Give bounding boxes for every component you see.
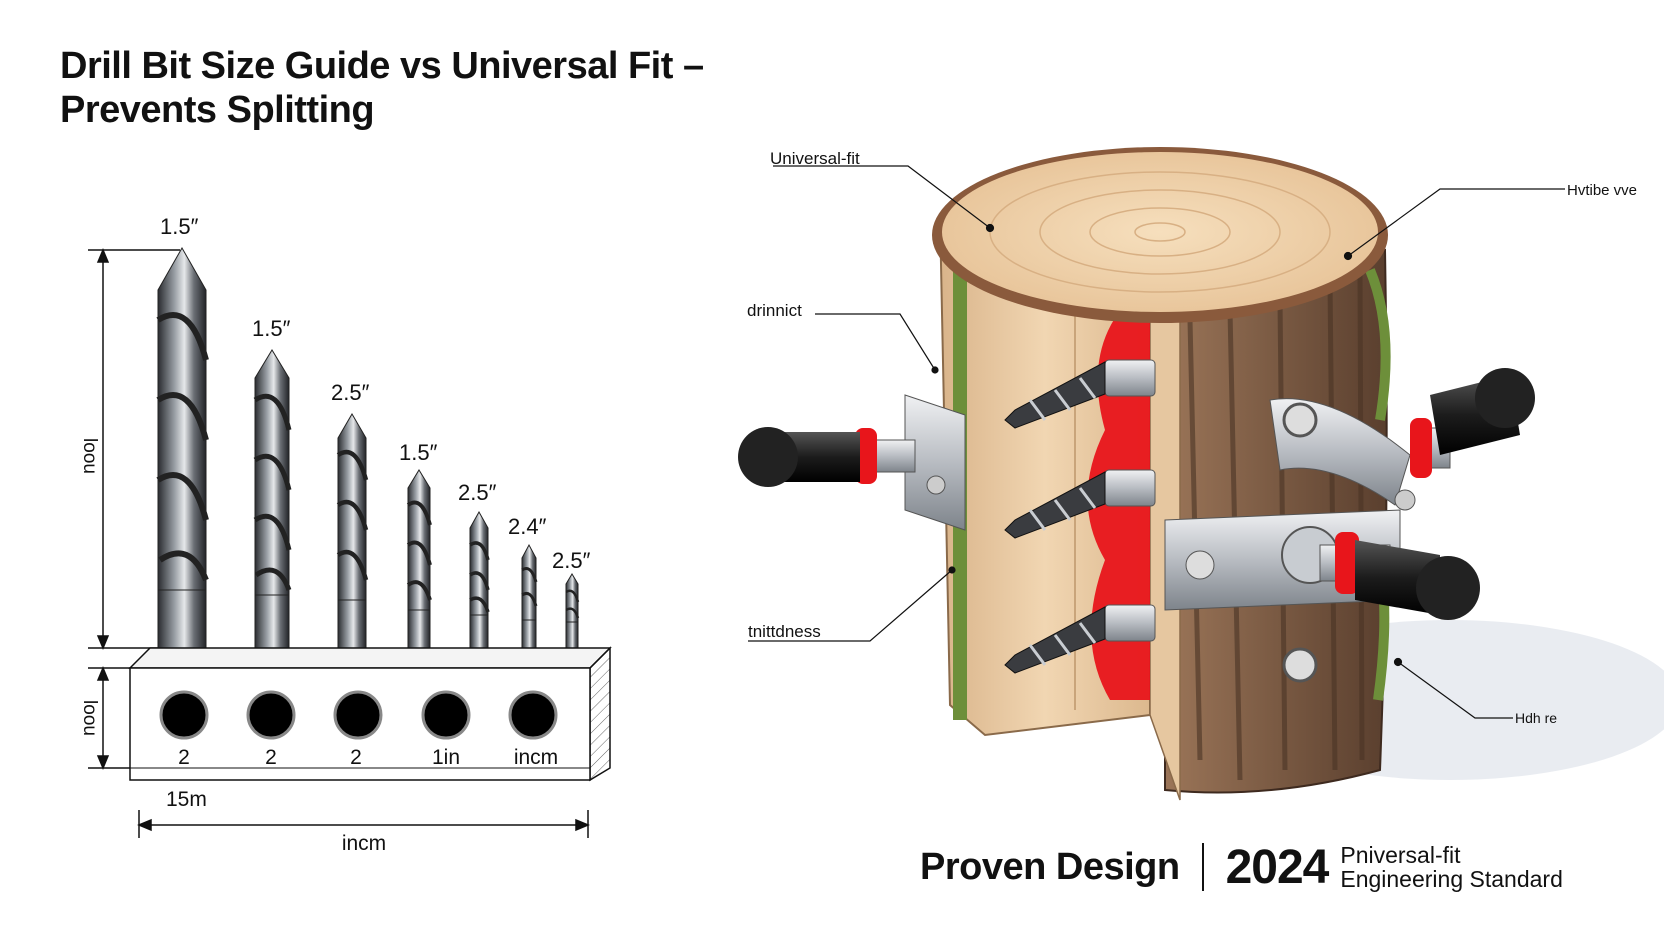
callout-tnittdness: tnittdness bbox=[748, 622, 821, 641]
footer-divider bbox=[1201, 843, 1204, 891]
bit-size-label-2: 1.5″ bbox=[252, 316, 291, 341]
embedded-drill-bits bbox=[1004, 359, 1156, 674]
footer-year: 2024 bbox=[1225, 840, 1330, 894]
bit-size-label-1: 1.5″ bbox=[160, 214, 199, 239]
footer-brand-bar: Proven Design 2024 Pniversal-fit Enginee… bbox=[920, 832, 1563, 902]
callout-universal-fit: Universal-fit bbox=[770, 149, 860, 168]
bit-size-label-7: 2.5″ bbox=[552, 548, 591, 573]
dimension-lines bbox=[88, 248, 590, 838]
callout-top-right: Hvtibe vve bbox=[1567, 182, 1637, 199]
clamp-right bbox=[1164, 368, 1535, 683]
footer-standard-line-1: Pniversal-fit bbox=[1340, 842, 1461, 868]
block-label: 15m bbox=[166, 788, 207, 811]
footer-standard: Pniversal-fit Engineering Standard bbox=[1340, 843, 1563, 891]
hole-label-1: 2 bbox=[178, 746, 190, 769]
callout-low-right: Hdh re bbox=[1515, 710, 1557, 726]
title-line-1: Drill Bit Size Guide vs Universal Fit – bbox=[60, 45, 704, 87]
drill-bit-4 bbox=[406, 469, 432, 659]
hole-label-5: incm bbox=[514, 746, 558, 769]
height-label-upper: loou bbox=[79, 438, 100, 474]
hole bbox=[508, 690, 558, 740]
hole-label-3: 2 bbox=[350, 746, 362, 769]
height-label-lower: loou bbox=[79, 700, 100, 736]
width-label: incm bbox=[342, 832, 386, 855]
bit-size-label-4: 1.5″ bbox=[399, 440, 438, 465]
callout-drinnict: drinnict bbox=[747, 301, 802, 320]
hole bbox=[421, 690, 471, 740]
bit-size-label-3: 2.5″ bbox=[331, 380, 370, 405]
callout-leaders bbox=[748, 165, 1565, 719]
drill-bit-3 bbox=[336, 413, 369, 659]
footer-standard-line-2: Engineering Standard bbox=[1340, 866, 1563, 892]
drill-bits bbox=[156, 246, 580, 659]
bit-size-label-6: 2.4″ bbox=[508, 514, 547, 539]
hole-label-4: 1in bbox=[432, 746, 460, 769]
drill-block bbox=[128, 646, 612, 782]
block-holes bbox=[159, 690, 558, 740]
title-line-2: Prevents Splitting bbox=[60, 89, 375, 131]
footer-brand: Proven Design bbox=[920, 845, 1180, 888]
hole bbox=[159, 690, 209, 740]
page-title: Drill Bit Size Guide vs Universal Fit – … bbox=[60, 44, 760, 132]
bit-size-label-5: 2.5″ bbox=[458, 480, 497, 505]
hole-label-2: 2 bbox=[265, 746, 277, 769]
log-top bbox=[932, 147, 1388, 323]
drill-bit-1 bbox=[156, 246, 209, 659]
drill-bit-2 bbox=[253, 349, 292, 659]
clamp-left bbox=[738, 394, 966, 531]
hole bbox=[246, 690, 296, 740]
hole bbox=[333, 690, 383, 740]
